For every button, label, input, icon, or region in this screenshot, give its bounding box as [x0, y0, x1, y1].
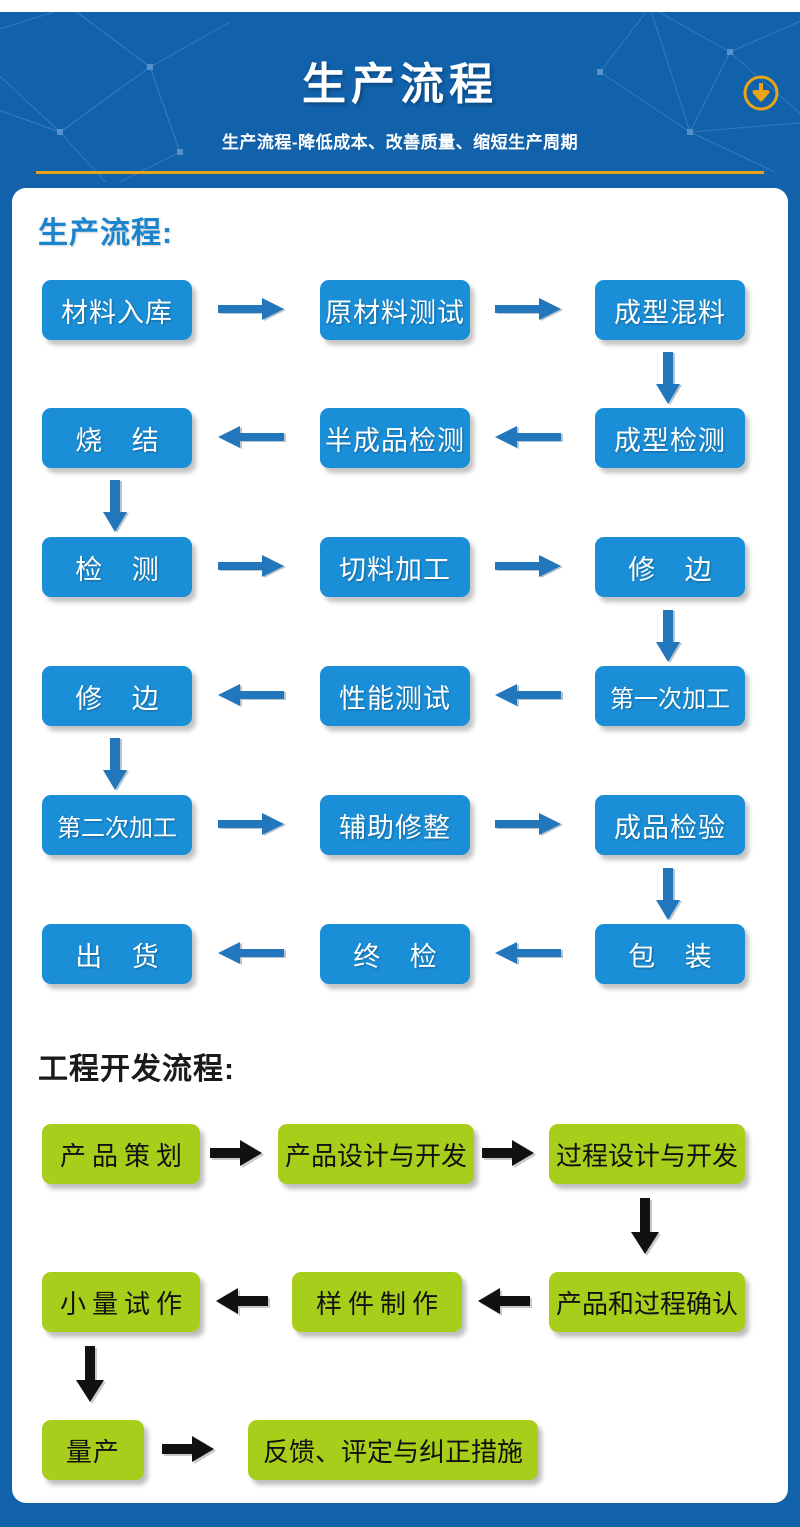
flow-box-auxiliary-finishing[interactable]: 辅助修整 [320, 795, 470, 855]
arrow-left-icon [478, 1288, 540, 1316]
arrow-left-icon [218, 942, 298, 968]
section-heading-production: 生产流程: [38, 217, 173, 250]
flow-box-sintering[interactable]: 烧 结 [42, 408, 192, 468]
network-pattern-decoration [0, 12, 800, 182]
flow-box-small-batch-trial[interactable]: 小量试作 [42, 1272, 200, 1332]
flow-box-first-machining[interactable]: 第一次加工 [595, 666, 745, 726]
arrow-left-icon [218, 426, 298, 452]
flow-box-sample-making[interactable]: 样件制作 [292, 1272, 462, 1332]
flow-box-forming-mixing[interactable]: 成型混料 [595, 280, 745, 340]
arrow-down-icon [656, 352, 686, 408]
arrow-right-icon [482, 1140, 544, 1168]
download-circle-icon[interactable] [742, 74, 780, 112]
flow-box-trimming-1[interactable]: 修 边 [595, 537, 745, 597]
arrow-down-icon [76, 1346, 108, 1408]
arrow-right-icon [495, 813, 575, 839]
arrow-right-icon [210, 1140, 272, 1168]
arrow-down-icon [656, 610, 686, 666]
flow-box-mass-production[interactable]: 量产 [42, 1420, 144, 1480]
flow-box-product-planning[interactable]: 产品策划 [42, 1124, 200, 1184]
page-header: 生产流程 生产流程-降低成本、改善质量、缩短生产周期 [0, 12, 800, 172]
arrow-right-icon [218, 298, 298, 324]
header-divider-rule [36, 171, 764, 174]
flow-box-cutting-process[interactable]: 切料加工 [320, 537, 470, 597]
flow-box-forming-inspection[interactable]: 成型检测 [595, 408, 745, 468]
arrow-left-icon [495, 684, 575, 710]
arrow-right-icon [218, 555, 298, 581]
flow-box-performance-test[interactable]: 性能测试 [320, 666, 470, 726]
arrow-right-icon [495, 555, 575, 581]
arrow-down-icon [103, 480, 133, 536]
flow-box-semi-finished-inspection[interactable]: 半成品检测 [320, 408, 470, 468]
flow-box-second-machining[interactable]: 第二次加工 [42, 795, 192, 855]
arrow-right-icon [218, 813, 298, 839]
flow-box-trimming-2[interactable]: 修 边 [42, 666, 192, 726]
page-subtitle: 生产流程-降低成本、改善质量、缩短生产周期 [221, 133, 579, 152]
top-white-strip [0, 0, 800, 12]
flow-box-final-product-inspection[interactable]: 成品检验 [595, 795, 745, 855]
flow-box-inspection[interactable]: 检 测 [42, 537, 192, 597]
flow-box-packaging[interactable]: 包 装 [595, 924, 745, 984]
arrow-down-icon [103, 738, 133, 794]
flow-box-final-check[interactable]: 终 检 [320, 924, 470, 984]
flow-box-product-design-development[interactable]: 产品设计与开发 [278, 1124, 474, 1184]
arrow-left-icon [495, 942, 575, 968]
arrow-left-icon [218, 684, 298, 710]
arrow-right-icon [162, 1436, 224, 1464]
arrow-left-icon [216, 1288, 278, 1316]
arrow-down-icon [631, 1198, 663, 1260]
arrow-left-icon [495, 426, 575, 452]
flow-box-material-inbound[interactable]: 材料入库 [42, 280, 192, 340]
arrow-right-icon [495, 298, 575, 324]
flow-box-raw-material-test[interactable]: 原材料测试 [320, 280, 470, 340]
flow-box-shipping[interactable]: 出 货 [42, 924, 192, 984]
arrow-down-icon [656, 868, 686, 924]
flow-box-product-process-validation[interactable]: 产品和过程确认 [549, 1272, 745, 1332]
page-title: 生产流程 [302, 60, 498, 109]
section-heading-engineering: 工程开发流程: [38, 1053, 235, 1086]
flow-box-process-design-development[interactable]: 过程设计与开发 [549, 1124, 745, 1184]
flow-box-feedback-assessment-corrective[interactable]: 反馈、评定与纠正措施 [248, 1420, 538, 1480]
